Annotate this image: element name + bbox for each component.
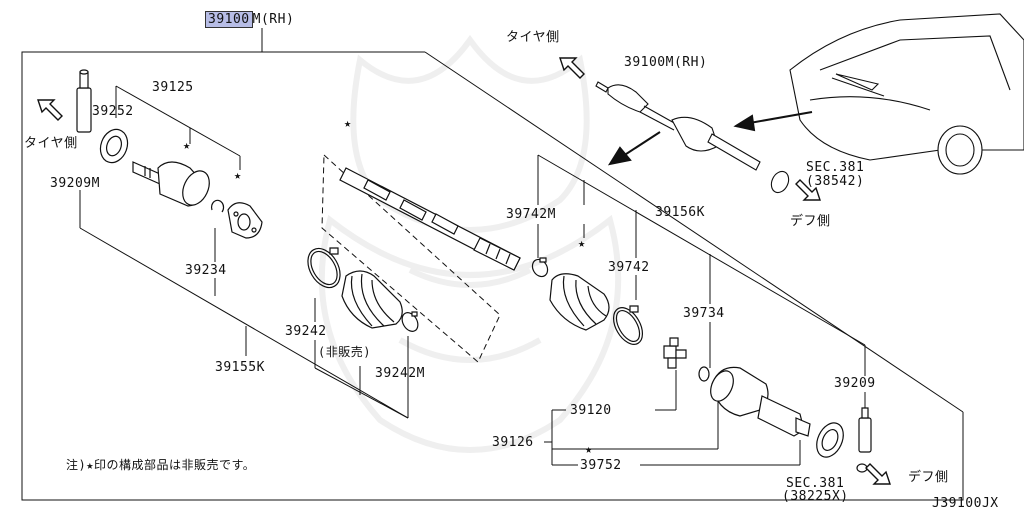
label-sec381-b-sub: (38225X): [782, 489, 849, 504]
note-not-sold: 注)★印の構成部品は非販売です。: [66, 458, 256, 472]
vehicle-inset: [790, 14, 1024, 174]
label-39125: 39125: [152, 80, 194, 95]
label-39242M: 39242M: [375, 366, 425, 381]
inner-boot: [550, 274, 609, 330]
label-39742: 39742: [608, 260, 650, 275]
spider-assembly-39120: [664, 338, 686, 368]
label-tire-side-left: タイヤ側: [24, 136, 78, 151]
star-icon: ★: [183, 138, 191, 152]
outer-joint-frame: [80, 86, 408, 418]
label-sec381-a: SEC.381: [806, 160, 865, 175]
band-clamp-39742M: [529, 257, 550, 280]
main-part-suffix: M(RH): [252, 12, 295, 27]
label-39734: 39734: [683, 306, 725, 321]
label-inset-part: 39100M(RH): [624, 55, 708, 70]
label-39126: 39126: [492, 435, 534, 450]
label-39252: 39252: [92, 104, 134, 119]
main-part-highlight: 39100: [205, 11, 253, 28]
label-tire-side-top: タイヤ側: [506, 30, 560, 45]
label-diff-side-top: デフ側: [790, 214, 831, 229]
band-clamp-39242M: [399, 310, 421, 334]
oil-seal: [812, 419, 849, 462]
circlip-39234: [212, 200, 224, 212]
arrow-icon: [38, 58, 890, 484]
arrow-icon: [610, 112, 812, 164]
band-clamp-39742: [608, 303, 649, 350]
diagram-code: J39100JX: [932, 496, 999, 511]
star-icon: ★: [344, 116, 352, 130]
label-sec381-b: SEC.381: [786, 476, 845, 491]
label-39156K: 39156K: [655, 205, 705, 220]
label-39209: 39209: [834, 376, 876, 391]
label-39234: 39234: [185, 263, 227, 278]
label-39120: 39120: [570, 403, 612, 418]
label-not-sold: (非販売): [318, 345, 371, 359]
band-clamp-39242: [301, 243, 346, 293]
inset-drive-shaft: [596, 82, 792, 195]
label-39155K: 39155K: [215, 360, 265, 375]
outer-boot: [342, 271, 402, 328]
outer-joint-inner-race: [228, 203, 262, 238]
inner-joint-housing: [706, 367, 810, 436]
washer-39252: [96, 126, 132, 167]
inner-joint-frame: [538, 155, 865, 465]
drive-shaft-bar: [340, 168, 520, 270]
snap-ring: [699, 367, 709, 381]
grease-tube-39209M: [77, 70, 91, 132]
star-icon: ★: [578, 236, 586, 250]
star-icon: ★: [585, 442, 593, 456]
label-sec381-a-sub: (38542): [806, 174, 865, 189]
label-39209M: 39209M: [50, 176, 100, 191]
outer-joint-housing: [133, 162, 214, 209]
label-39752: 39752: [580, 458, 622, 473]
grease-tube-39209: [859, 408, 871, 452]
label-39242: 39242: [285, 324, 327, 339]
assembly-frame: [22, 28, 963, 500]
star-icon: ★: [234, 168, 242, 182]
label-39742M: 39742M: [506, 207, 556, 222]
label-diff-side-bottom: デフ側: [908, 470, 949, 485]
